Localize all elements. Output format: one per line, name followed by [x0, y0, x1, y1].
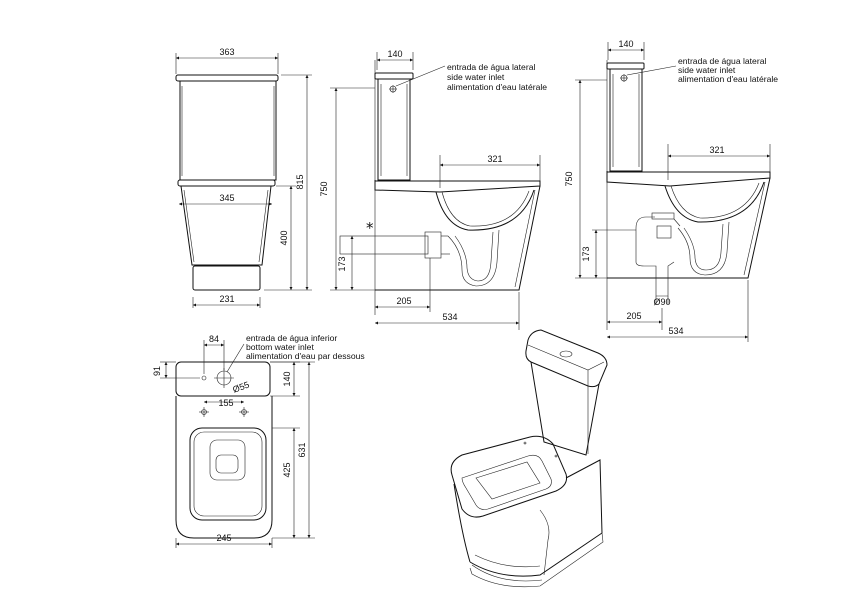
dim-205-a: 205 — [396, 296, 411, 306]
dim-345: 345 — [219, 193, 234, 203]
perspective-view — [450, 329, 608, 588]
dim-534-a: 534 — [442, 312, 457, 322]
dim-173-a: 173 — [337, 256, 347, 271]
asterisk-mark: * — [366, 219, 374, 237]
dim-400: 400 — [279, 230, 289, 245]
note-side-inlet-en: side water inlet — [447, 72, 505, 82]
dim-55: Ø55 — [231, 380, 250, 395]
front-view: 363 345 231 815 400 — [175, 47, 312, 308]
note-side-inlet-pt: entrada de água lateral — [447, 62, 535, 72]
dim-363: 363 — [219, 47, 234, 57]
dim-pipe-90: Ø90 — [653, 297, 670, 307]
dim-631: 631 — [297, 442, 307, 457]
dim-155: 155 — [218, 398, 233, 408]
note-side-inlet-fr-2: alimentation d'eau latérale — [678, 74, 778, 84]
dim-425: 425 — [282, 462, 292, 477]
dim-245: 245 — [216, 533, 231, 543]
dim-205-b: 205 — [626, 311, 641, 321]
dim-91: 91 — [152, 366, 162, 376]
top-view: Ø55 entrada de água inferior bottom wate… — [152, 333, 365, 548]
note-side-inlet-en-2: side water inlet — [678, 65, 736, 75]
side-view-horizontal-outlet: * 140 entrada de água lateral side water… — [319, 49, 547, 330]
side-view-vertical-outlet: 140 entrada de água lateral side water i… — [564, 39, 778, 342]
dim-231: 231 — [219, 294, 234, 304]
dim-173-b: 173 — [581, 246, 591, 261]
note-bottom-inlet-pt: entrada de água inferior — [246, 333, 337, 343]
note-side-inlet-pt-2: entrada de água lateral — [678, 56, 766, 66]
dim-321-a: 321 — [487, 154, 502, 164]
dim-321-b: 321 — [709, 145, 724, 155]
note-side-inlet-fr: alimentation d'eau latérale — [447, 82, 547, 92]
dim-815: 815 — [295, 174, 305, 189]
dim-750-a: 750 — [319, 181, 329, 196]
dim-140-a: 140 — [387, 49, 402, 59]
dim-140-top: 140 — [282, 371, 292, 386]
dim-534-b: 534 — [668, 326, 683, 336]
dim-84: 84 — [209, 334, 219, 344]
note-bottom-inlet-en: bottom water inlet — [246, 342, 314, 352]
dim-140-b: 140 — [618, 39, 633, 49]
dim-750-b: 750 — [564, 171, 574, 186]
note-bottom-inlet-fr: alimentation d'eau par dessous — [246, 351, 365, 361]
